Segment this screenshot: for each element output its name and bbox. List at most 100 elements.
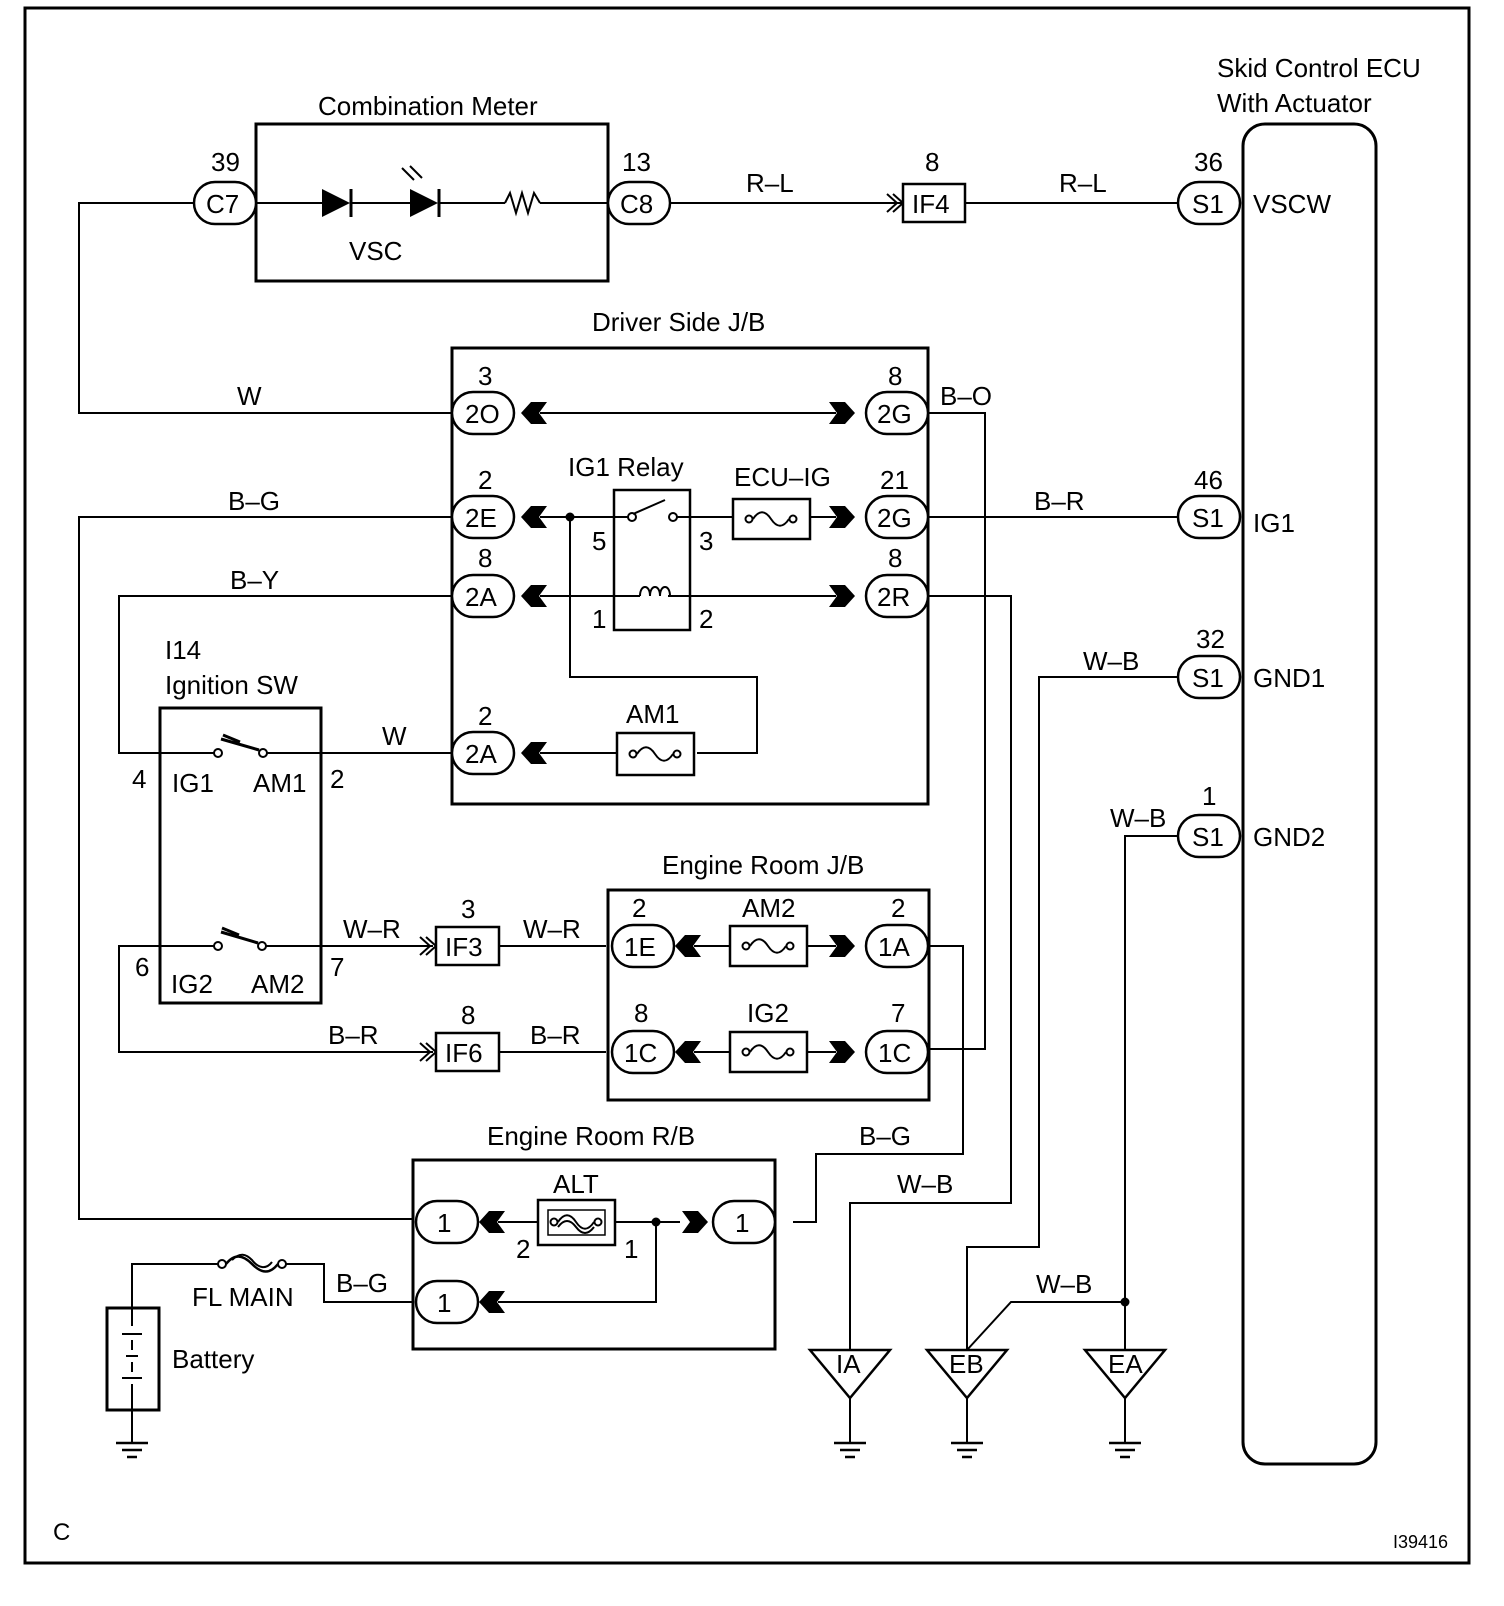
wires — [78, 202, 1178, 1443]
svg-text:EB: EB — [949, 1349, 984, 1379]
svg-text:IF4: IF4 — [912, 189, 950, 219]
svg-text:IG1: IG1 — [172, 768, 214, 798]
svg-text:46: 46 — [1194, 465, 1223, 495]
svg-text:2R: 2R — [877, 582, 910, 612]
connector-s1-vscw: 36 S1 VSCW — [1176, 147, 1331, 226]
svg-text:C8: C8 — [620, 189, 653, 219]
connector-s1-ig1: 46 S1 IG1 — [1176, 465, 1295, 540]
svg-text:S1: S1 — [1192, 663, 1224, 693]
connector-rb-1b: 1 — [414, 1279, 480, 1325]
ecu-title-2: With Actuator — [1217, 88, 1372, 118]
connector-1c-right: 7 1C — [864, 998, 930, 1075]
svg-text:1A: 1A — [878, 932, 910, 962]
svg-text:2: 2 — [632, 893, 646, 923]
ground-eb: EB — [924, 1348, 1010, 1459]
svg-text:1: 1 — [437, 1208, 451, 1238]
fuse-am1-label: AM1 — [626, 699, 679, 729]
svg-text:2: 2 — [330, 764, 344, 794]
wire-wr-2: W–R — [523, 914, 581, 944]
svg-text:AM2: AM2 — [251, 969, 304, 999]
svg-text:39: 39 — [211, 147, 240, 177]
wire-bo: B–O — [940, 381, 992, 411]
ignition-sw-id: I14 — [165, 635, 201, 665]
svg-text:3: 3 — [461, 894, 475, 924]
wire-rl-2: R–L — [1059, 168, 1107, 198]
svg-text:IF6: IF6 — [445, 1038, 483, 1068]
svg-text:IG2: IG2 — [171, 969, 213, 999]
wire-bg-left: B–G — [228, 486, 280, 516]
corner-letter: C — [53, 1519, 70, 1546]
connector-2o: 3 2O — [450, 361, 516, 436]
connector-1a: 2 1A — [864, 893, 930, 969]
svg-text:3: 3 — [699, 526, 713, 556]
ground-ea: EA — [1082, 1348, 1168, 1459]
connector-rb-1c: 1 — [711, 1199, 777, 1245]
connector-2a-top: 8 2A — [450, 543, 516, 619]
wire-w-am1: W — [382, 721, 407, 751]
connector-s1-gnd2: 1 S1 GND2 — [1176, 781, 1325, 859]
svg-text:21: 21 — [880, 465, 909, 495]
svg-text:2A: 2A — [465, 739, 497, 769]
wire-wb-gnd1: W–B — [1083, 646, 1139, 676]
svg-text:1: 1 — [624, 1234, 638, 1264]
connector-2g-mid: 21 2G — [864, 465, 930, 540]
ignition-sw-title: Ignition SW — [165, 670, 298, 700]
svg-text:8: 8 — [634, 998, 648, 1028]
svg-text:1: 1 — [437, 1288, 451, 1318]
terminal-ig1: IG1 — [1253, 508, 1295, 538]
fuse-ig2-label: IG2 — [747, 998, 789, 1028]
vsc-lamp-label: VSC — [349, 236, 402, 266]
svg-text:IF3: IF3 — [445, 932, 483, 962]
engine-room-rb: Engine Room R/B ALT 2 1 — [411, 1121, 777, 1351]
svg-text:1C: 1C — [878, 1038, 911, 1068]
svg-text:8: 8 — [461, 1000, 475, 1030]
svg-text:2O: 2O — [465, 399, 500, 429]
connector-c8: 13 C8 — [606, 147, 672, 226]
wire-br-1: B–R — [328, 1020, 379, 1050]
svg-text:2: 2 — [699, 604, 713, 634]
fl-main-label: FL MAIN — [192, 1282, 294, 1312]
svg-text:1: 1 — [1202, 781, 1216, 811]
svg-text:2E: 2E — [465, 503, 497, 533]
connector-1e: 2 1E — [610, 893, 676, 969]
fuse-am2-label: AM2 — [742, 893, 795, 923]
ignition-switch: I14 Ignition SW IG1 AM1 IG2 AM2 4 2 6 7 — [132, 635, 344, 1005]
svg-text:AM1: AM1 — [253, 768, 306, 798]
svg-text:2: 2 — [516, 1234, 530, 1264]
connector-rb-1a: 1 — [414, 1199, 480, 1245]
diagram-frame — [23, 6, 1471, 1565]
svg-text:3: 3 — [478, 361, 492, 391]
svg-text:2G: 2G — [877, 503, 912, 533]
svg-text:6: 6 — [135, 952, 149, 982]
svg-text:C7: C7 — [206, 189, 239, 219]
svg-text:S1: S1 — [1192, 189, 1224, 219]
connector-if4: 8 IF4 — [901, 147, 967, 224]
wire-wb-ia: W–B — [897, 1169, 953, 1199]
svg-text:S1: S1 — [1192, 503, 1224, 533]
wire-wb-ea: W–B — [1036, 1269, 1092, 1299]
svg-text:2: 2 — [891, 893, 905, 923]
svg-text:8: 8 — [925, 147, 939, 177]
terminal-gnd2: GND2 — [1253, 822, 1325, 852]
diagram-code: I39416 — [1393, 1532, 1448, 1552]
battery: FL MAIN B–G Battery — [105, 1253, 388, 1459]
connector-1c-left: 8 1C — [610, 998, 676, 1075]
fuse-ecu-ig-label: ECU–IG — [734, 462, 831, 492]
svg-text:8: 8 — [888, 543, 902, 573]
svg-text:2G: 2G — [877, 399, 912, 429]
svg-text:1: 1 — [735, 1208, 749, 1238]
svg-text:32: 32 — [1196, 624, 1225, 654]
svg-text:4: 4 — [132, 764, 146, 794]
battery-label: Battery — [172, 1344, 254, 1374]
connector-c7: 39 C7 — [192, 147, 258, 226]
svg-text:2A: 2A — [465, 582, 497, 612]
wire-br-2: B–R — [530, 1020, 581, 1050]
engine-rb-title: Engine Room R/B — [487, 1121, 695, 1151]
ig1-relay-label: IG1 Relay — [568, 452, 684, 482]
connector-2a-bot: 2 2A — [450, 701, 516, 776]
combination-meter: Combination Meter VSC — [240, 91, 610, 283]
svg-text:7: 7 — [330, 952, 344, 982]
terminal-vscw: VSCW — [1253, 189, 1331, 219]
svg-text:2: 2 — [478, 701, 492, 731]
